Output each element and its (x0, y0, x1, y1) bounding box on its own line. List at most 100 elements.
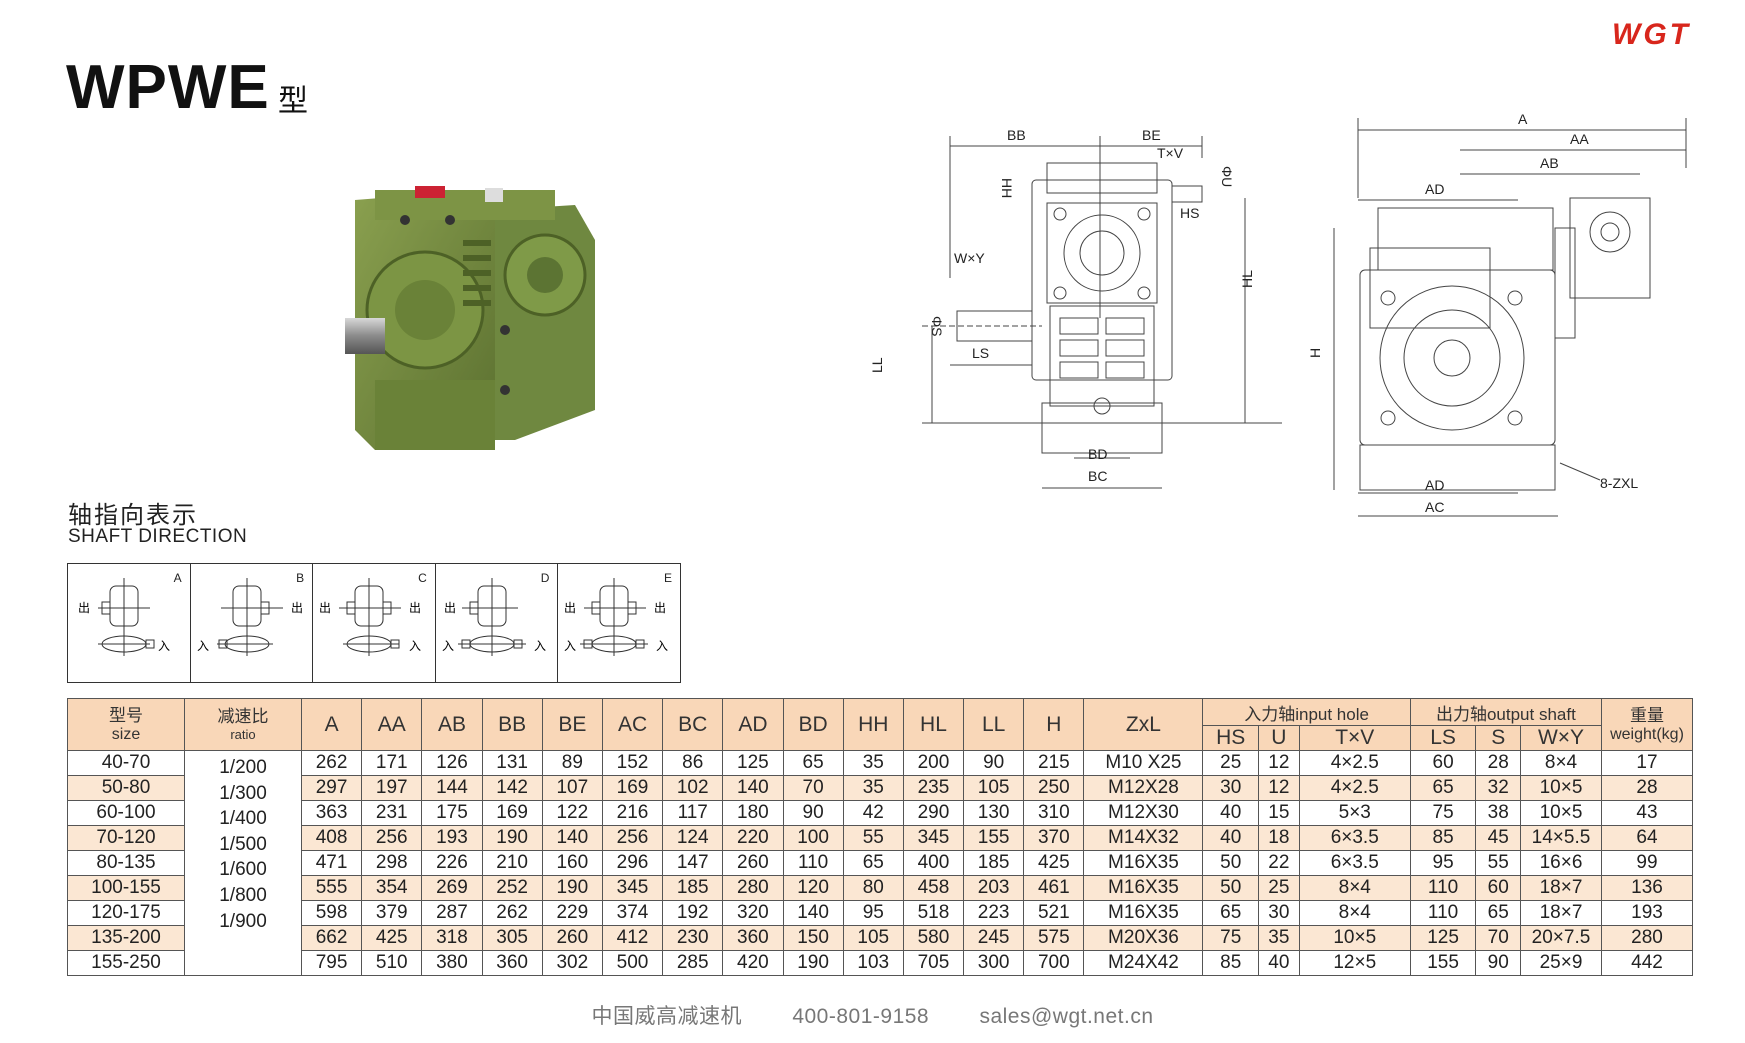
table-cell: 412 (601, 925, 664, 951)
table-cell: 18 (1258, 825, 1300, 851)
shaft-direction-icon: 出 入 (197, 578, 303, 656)
table-cell: 192 (662, 900, 724, 926)
table-cell: 120 (782, 875, 844, 901)
table-cell: 226 (421, 850, 483, 876)
table-cell: 518 (902, 900, 965, 926)
table-cell: 155-250 (67, 950, 185, 976)
table-cell: 216 (601, 800, 664, 826)
table-cell: 117 (662, 800, 724, 826)
out-label: 出 (291, 601, 303, 615)
dim-txv: T×V (1157, 145, 1184, 161)
table-cell: 6×3.5 (1298, 850, 1411, 876)
table-cell: 555 (300, 875, 363, 901)
table-cell: 185 (662, 875, 724, 901)
table-cell: 142 (481, 775, 543, 801)
table-cell: 10×5 (1298, 925, 1411, 951)
table-cell: 231 (361, 800, 423, 826)
table-cell: 122 (541, 800, 603, 826)
dim-hl: HL (1239, 270, 1255, 288)
col-a: A (300, 698, 363, 751)
table-cell: 260 (722, 850, 784, 876)
col-hh: HH (842, 698, 904, 751)
table-cell: 175 (421, 800, 483, 826)
out-label: 出 (564, 601, 576, 615)
table-cell: 30 (1258, 900, 1300, 926)
logo-text: WGT (1612, 18, 1691, 48)
table-cell: 305 (481, 925, 543, 951)
table-cell: 85 (1409, 825, 1477, 851)
table-cell: 30 (1202, 775, 1259, 801)
col-ad: AD (722, 698, 784, 751)
table-cell: 458 (902, 875, 965, 901)
dim-h: H (1307, 348, 1323, 358)
table-cell: 70 (782, 775, 844, 801)
table-cell: 131 (481, 750, 543, 776)
table-cell: 40 (1258, 950, 1300, 976)
table-cell: 235 (902, 775, 965, 801)
table-cell: 197 (361, 775, 423, 801)
table-cell: 12×5 (1298, 950, 1411, 976)
table-cell: 215 (1023, 750, 1085, 776)
table-cell: 22 (1258, 850, 1300, 876)
gearbox-photo (345, 186, 595, 450)
table-cell: 408 (300, 825, 363, 851)
table-cell: 110 (1409, 875, 1477, 901)
col-zxl: ZxL (1083, 698, 1204, 751)
table-cell: 8×4 (1298, 875, 1411, 901)
table-cell: M16X35 (1083, 875, 1204, 901)
table-cell: 298 (361, 850, 423, 876)
out-label: 出 (319, 601, 331, 615)
wgt-logo: WGT (1612, 18, 1691, 48)
table-cell: 360 (481, 950, 543, 976)
table-cell: 107 (541, 775, 603, 801)
table-cell: 318 (421, 925, 483, 951)
table-cell: 190 (481, 825, 543, 851)
table-cell: 10×5 (1520, 800, 1602, 826)
col-aa: AA (361, 698, 423, 751)
table-cell: 360 (722, 925, 784, 951)
table-cell: 85 (1202, 950, 1259, 976)
table-cell: 100-155 (67, 875, 185, 901)
table-cell: 90 (782, 800, 844, 826)
table-cell: 110 (782, 850, 844, 876)
table-cell: 8×4 (1298, 900, 1411, 926)
table-cell: 16×6 (1520, 850, 1602, 876)
col-hl: HL (902, 698, 965, 751)
dim-hs: HS (1180, 205, 1199, 221)
table-cell: 125 (1409, 925, 1477, 951)
shaft-direction-title-en: SHAFT DIRECTION (68, 526, 248, 547)
table-cell: 60 (1409, 750, 1477, 776)
shaft-direction-cell: A 出 入 (68, 564, 191, 682)
title-suffix: 型 (278, 85, 308, 118)
footer-company: 中国威高减速机 (591, 1005, 742, 1028)
dim-ad-top: AD (1425, 181, 1444, 197)
table-cell: M12X30 (1083, 800, 1204, 826)
ratio-value: 1/500 (219, 833, 267, 855)
table-cell: 250 (1023, 775, 1085, 801)
side-view-diagram: A AA AB AD H 8-ZXL AD AC (1307, 111, 1687, 517)
table-cell: 12 (1258, 775, 1300, 801)
table-cell: 155 (963, 825, 1025, 851)
table-cell: 363 (300, 800, 363, 826)
table-cell: 4×2.5 (1298, 750, 1411, 776)
footer-email: sales@wgt.net.cn (979, 1005, 1154, 1028)
table-cell: 25×9 (1520, 950, 1602, 976)
table-cell: 256 (361, 825, 423, 851)
table-cell: 35 (1258, 925, 1300, 951)
table-cell: 103 (842, 950, 904, 976)
dim-ac: AC (1425, 499, 1444, 515)
table-cell: 5×3 (1298, 800, 1411, 826)
table-cell: 55 (842, 825, 904, 851)
table-cell: 380 (421, 950, 483, 976)
table-cell: 345 (902, 825, 965, 851)
shaft-direction-letter: B (296, 571, 305, 585)
table-cell: 65 (782, 750, 844, 776)
shaft-direction-cell: E 出 出 入 入 (558, 564, 680, 682)
table-cell: 147 (662, 850, 724, 876)
col-group-output: 出力轴output shaft (1409, 698, 1603, 726)
